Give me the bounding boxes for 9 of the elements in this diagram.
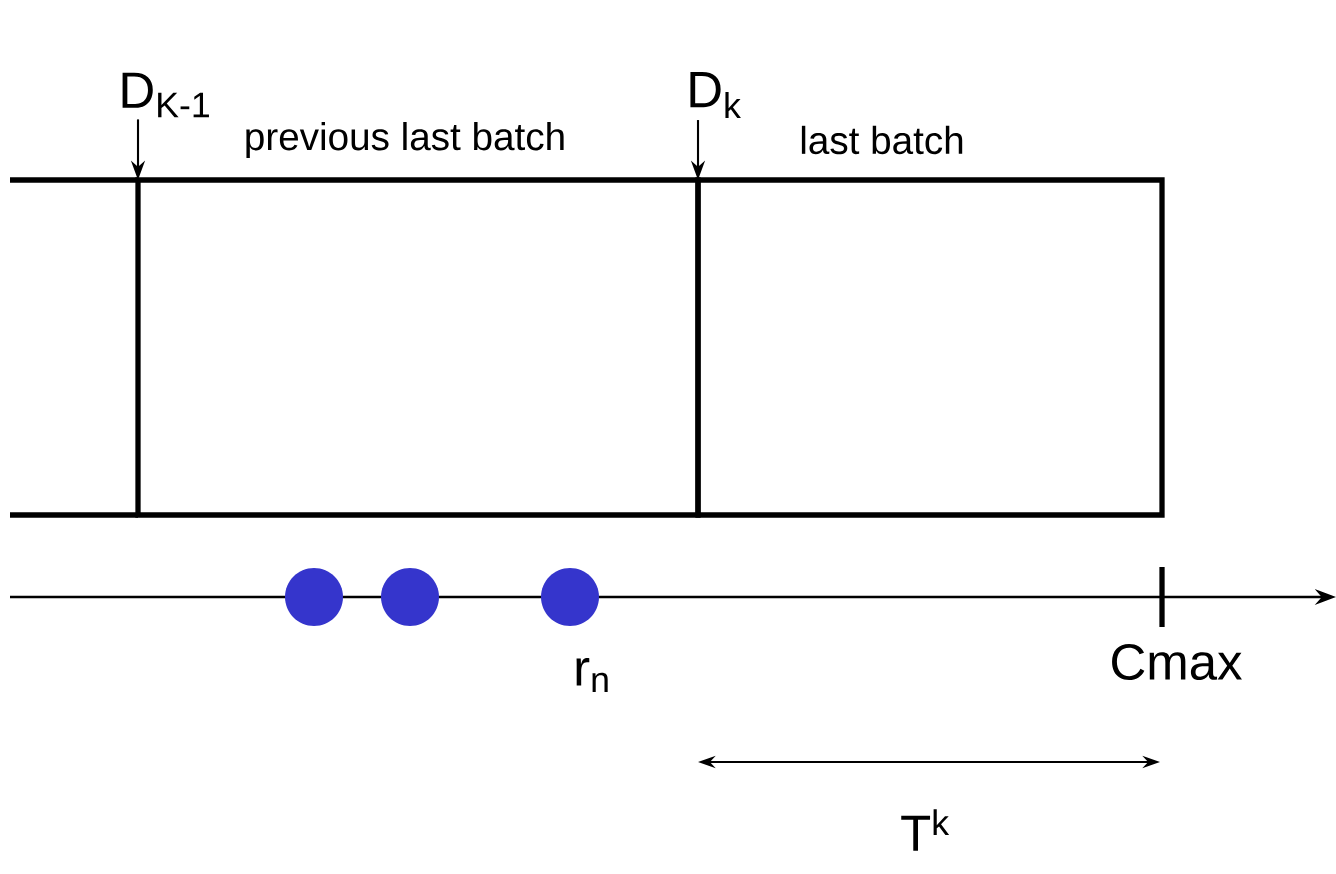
- axis-label: Cmax: [1112, 643, 1242, 681]
- axis-label: T$^{k}$: [901, 809, 950, 851]
- point-label: r$_{n}$: [576, 658, 608, 692]
- event-label: D$_{k}$: [690, 72, 741, 118]
- box-heading: previous last batch: [246, 121, 564, 158]
- event-label: D$_{K-1}$: [122, 72, 209, 118]
- dot: [285, 568, 343, 626]
- box-heading: last batch: [801, 125, 963, 155]
- dot: [381, 568, 439, 626]
